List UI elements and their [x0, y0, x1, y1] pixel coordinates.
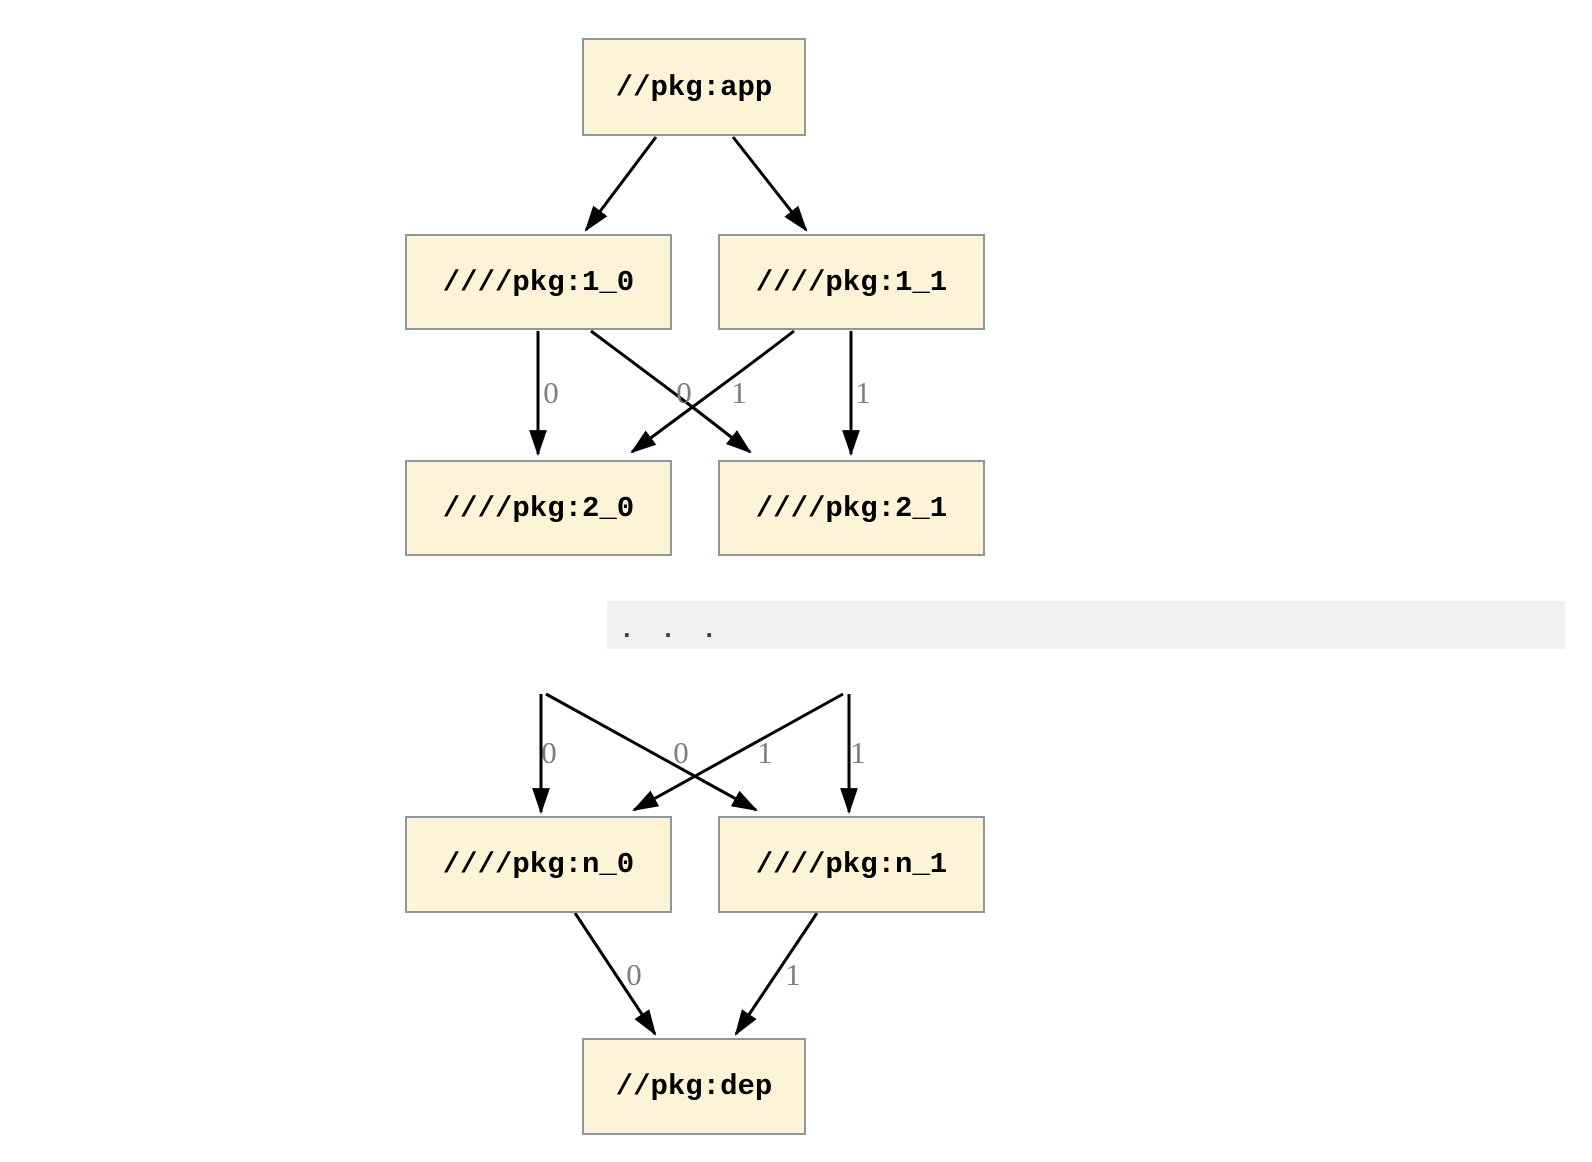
edge-label-cont-to-n_0-left: 0	[541, 735, 557, 770]
edge-label-n_1-to-dep: 1	[785, 957, 801, 992]
edge-label-1_1-to-2_0: 0	[676, 375, 692, 410]
edge-label-cont-to-n_1-right: 1	[850, 735, 866, 770]
node-pkg-2_0: ////pkg:2_0	[405, 460, 672, 556]
edge-label-1_1-to-2_1: 1	[855, 375, 871, 410]
node-pkg-n_0: ////pkg:n_0	[405, 816, 672, 913]
node-pkg-n_0-label: ////pkg:n_0	[442, 848, 635, 881]
node-pkg-n_1: ////pkg:n_1	[718, 816, 985, 913]
node-pkg-1_0: ////pkg:1_0	[405, 234, 672, 330]
node-pkg-1_1-label: ////pkg:1_1	[755, 265, 948, 299]
edge-cont-to-n_0-cross	[632, 692, 844, 812]
node-pkg-app: //pkg:app	[582, 38, 806, 136]
edge-label-n_0-to-dep: 0	[626, 957, 642, 992]
node-pkg-app-label: //pkg:app	[615, 70, 773, 104]
node-pkg-dep: //pkg:dep	[582, 1038, 806, 1135]
node-pkg-2_0-label: ////pkg:2_0	[442, 491, 635, 525]
ellipsis-text: . . .	[619, 615, 723, 645]
node-pkg-n_1-label: ////pkg:n_1	[755, 848, 948, 881]
node-pkg-dep-label: //pkg:dep	[615, 1070, 773, 1103]
node-pkg-1_1: ////pkg:1_1	[718, 234, 985, 330]
node-pkg-2_1-label: ////pkg:2_1	[755, 491, 948, 525]
edge-app-to-1_1	[731, 136, 808, 232]
edge-1_1-to-2_0	[630, 329, 795, 454]
edge-label-1_0-to-2_0: 0	[543, 375, 559, 410]
edge-n_1-to-dep	[734, 912, 819, 1036]
edge-label-1_0-to-2_1: 1	[731, 375, 747, 410]
node-pkg-1_0-label: ////pkg:1_0	[442, 265, 635, 299]
edge-label-cont-to-n_1-cross: 1	[757, 735, 773, 770]
edge-n_0-to-dep	[573, 912, 657, 1036]
edge-1_0-to-2_1	[590, 329, 752, 454]
node-pkg-2_1: ////pkg:2_1	[718, 460, 985, 556]
edge-label-cont-to-n_0-cross: 0	[673, 735, 689, 770]
edge-app-to-1_0	[584, 136, 658, 232]
ellipsis-band: . . .	[607, 601, 1565, 649]
edge-cont-to-n_1-cross	[545, 692, 758, 812]
